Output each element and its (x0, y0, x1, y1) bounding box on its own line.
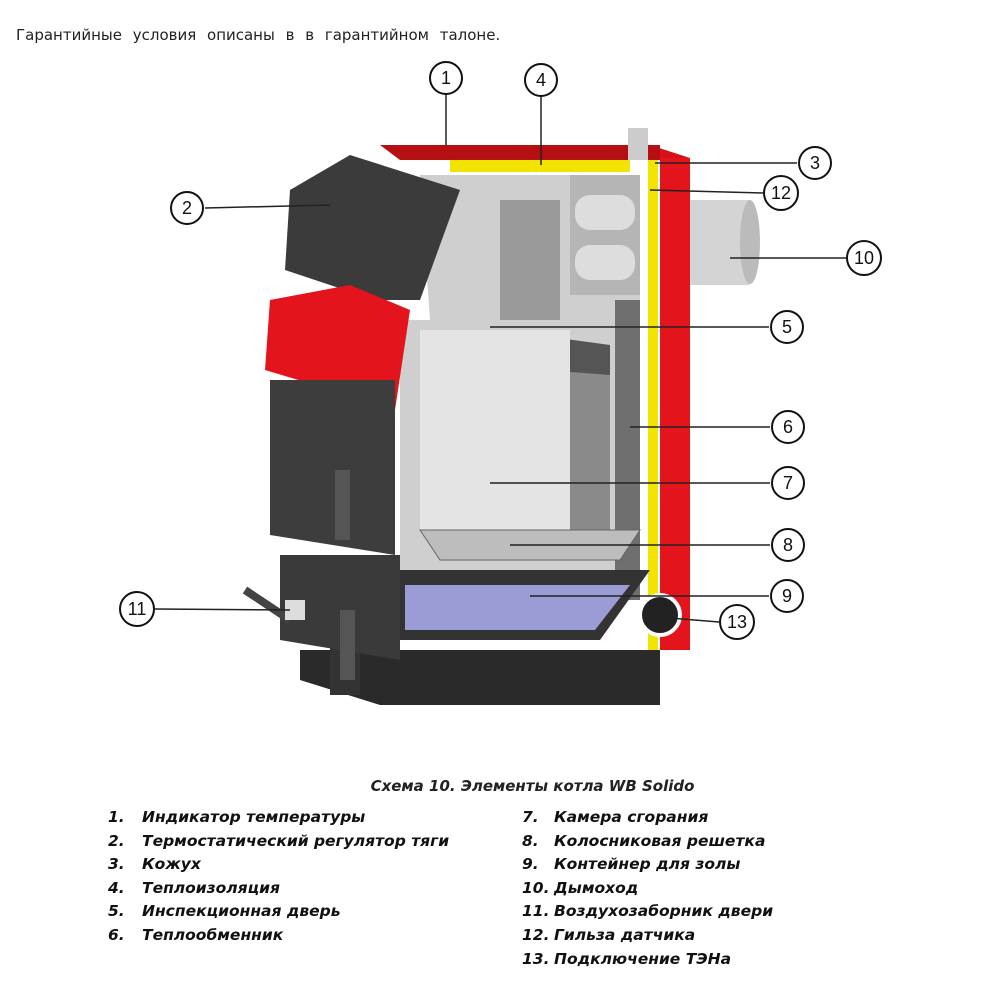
svg-text:10: 10 (854, 248, 874, 268)
svg-text:1: 1 (441, 68, 451, 88)
legend-item: 8. Колосниковая решетка (522, 830, 773, 854)
heater-connection (638, 593, 682, 637)
combustion-chamber (420, 330, 570, 530)
callout-8: 8 (771, 528, 805, 562)
legend-label: Камера сгорания (554, 808, 709, 826)
legend-num: 4. (108, 878, 125, 897)
casing (380, 145, 690, 650)
svg-text:9: 9 (782, 586, 792, 606)
svg-text:2: 2 (182, 198, 192, 218)
callout-13: 13 (719, 604, 755, 640)
callout-5: 5 (770, 310, 804, 344)
legend-num: 2. (108, 831, 125, 850)
legend-num: 12. (522, 925, 550, 944)
legend-item: 4. Теплоизоляция (108, 877, 449, 901)
svg-text:7: 7 (783, 473, 793, 493)
legend-label: Индикатор температуры (142, 808, 366, 826)
legend-label: Подключение ТЭНа (554, 949, 732, 968)
legend-label: Инспекционная дверь (142, 902, 341, 921)
legend-label: Контейнер для золы (554, 855, 741, 874)
front-doors (265, 155, 460, 680)
air-intake (242, 586, 305, 624)
legend-item: 12.Гильза датчика (522, 924, 773, 948)
legend-label: Гильза датчика (554, 925, 696, 944)
legend-num: 5. (108, 902, 125, 921)
legend-item: 3. Кожух (108, 853, 449, 877)
legend-left: 1. Индикатор температуры 2. Термостатическ… (108, 806, 449, 948)
legend-item: 9. Контейнер для золы (522, 853, 773, 877)
callout-7: 7 (771, 466, 805, 500)
svg-text:4: 4 (536, 70, 546, 90)
callout-4: 4 (524, 63, 558, 97)
legend-item: 11.Воздухозаборник двери (522, 900, 773, 924)
legend-right: 7. Камера сгорания 8. Колосниковая решетка… (522, 806, 773, 971)
legend-item: 6. Теплообменник (108, 924, 449, 948)
warranty-note: Гарантийные условия описаны в в гарантий… (16, 26, 501, 44)
ash-container (400, 570, 650, 640)
callout-6: 6 (771, 410, 805, 444)
svg-text:11: 11 (128, 599, 147, 619)
legend-item: 13.Подключение ТЭНа (522, 948, 773, 972)
legend-label: Теплообменник (142, 925, 284, 944)
legend-num: 7. (522, 808, 539, 826)
flue-pipe (628, 128, 760, 285)
legend-label: Колосниковая решетка (554, 831, 766, 850)
legend-num: 6. (108, 925, 125, 944)
callout-12: 12 (763, 175, 799, 211)
svg-text:6: 6 (783, 417, 793, 437)
legend-item: 2. Термостатический регулятор тяги (108, 830, 449, 854)
callout-11: 11 (119, 591, 155, 627)
legend-num: 8. (522, 831, 539, 850)
boiler-diagram: 1 2 3 4 5 6 7 8 9 10 11 12 13 (119, 61, 882, 705)
callout-1: 1 (429, 61, 463, 95)
legend-label: Дымоход (554, 878, 639, 897)
legend-num: 10. (522, 878, 550, 897)
svg-text:5: 5 (782, 317, 792, 337)
legend-label: Теплоизоляция (142, 878, 280, 897)
legend-num: 9. (522, 855, 539, 874)
svg-text:12: 12 (771, 183, 791, 203)
callout-2: 2 (170, 191, 204, 225)
leader-lines (154, 94, 846, 623)
svg-text:3: 3 (810, 153, 820, 173)
legend-num: 3. (108, 855, 125, 874)
legend-item: 5. Инспекционная дверь (108, 900, 449, 924)
callout-9: 9 (770, 579, 804, 613)
legend-num: 1. (108, 808, 125, 826)
legend-num: 11. (522, 902, 550, 921)
legend-item: 7. Камера сгорания (522, 806, 773, 830)
svg-text:8: 8 (783, 535, 793, 555)
svg-text:13: 13 (727, 612, 747, 632)
legend-label: Термостатический регулятор тяги (142, 831, 450, 850)
callout-10: 10 (846, 240, 882, 276)
callout-3: 3 (798, 146, 832, 180)
legend-label: Воздухозаборник двери (554, 902, 774, 921)
legend-label: Кожух (142, 855, 201, 874)
legend-item: 1. Индикатор температуры (108, 806, 449, 830)
legend-num: 13. (522, 949, 550, 968)
figure-caption: Схема 10. Элементы котла WB Solido (370, 777, 695, 795)
legend-item: 10.Дымоход (522, 877, 773, 901)
